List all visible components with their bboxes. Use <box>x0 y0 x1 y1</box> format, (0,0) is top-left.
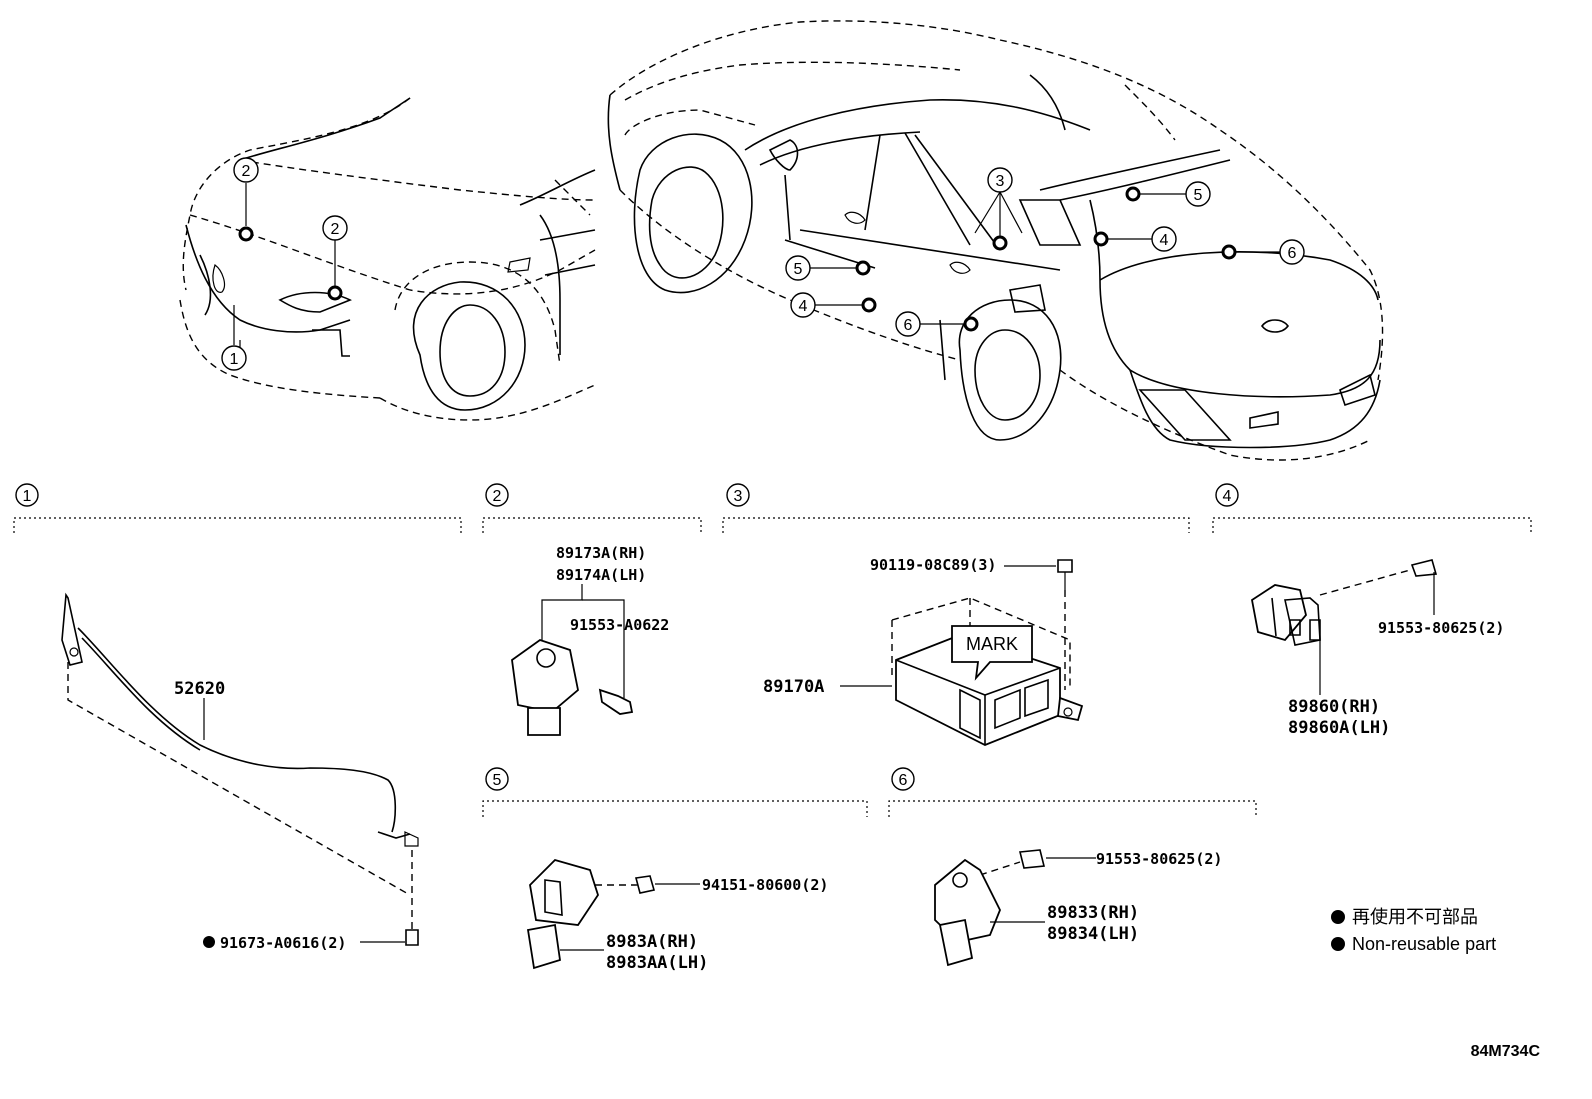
rear-sensor-spot <box>992 235 1008 251</box>
rear-vehicle-view <box>607 20 1384 461</box>
svg-text:89833(RH): 89833(RH) <box>1047 903 1139 923</box>
svg-text:91553-A0622: 91553-A0622 <box>570 616 669 634</box>
svg-text:8983A(RH): 8983A(RH) <box>606 932 698 952</box>
legend-dot <box>1331 910 1345 924</box>
svg-text:5: 5 <box>794 261 803 278</box>
section-6: 6 91553-80625(2) 89833(RH) 89834(LH) <box>888 767 1257 967</box>
svg-text:4: 4 <box>1160 232 1169 249</box>
mark-callout <box>951 625 1033 681</box>
svg-text:6: 6 <box>904 317 913 334</box>
svg-text:89834(LH): 89834(LH) <box>1047 924 1139 944</box>
svg-text:91553-80625(2): 91553-80625(2) <box>1378 619 1504 637</box>
svg-text:94151-80600(2): 94151-80600(2) <box>702 876 828 894</box>
front-vehicle-view <box>179 97 596 421</box>
svg-text:2: 2 <box>242 163 251 180</box>
rear-sensor-spot <box>1093 231 1109 247</box>
svg-text:1: 1 <box>23 488 32 505</box>
svg-text:2: 2 <box>493 488 502 505</box>
svg-text:89170A: 89170A <box>763 677 824 697</box>
front-callout: 1 <box>221 345 247 371</box>
rear-sensor-spot <box>963 316 979 332</box>
svg-text:89174A(LH): 89174A(LH) <box>556 566 646 584</box>
rear-sensor-spot <box>1221 244 1237 260</box>
svg-text:4: 4 <box>799 298 808 315</box>
svg-text:2: 2 <box>331 221 340 238</box>
section-3-bracket <box>722 517 1190 533</box>
svg-text:3: 3 <box>734 488 743 505</box>
front-callout: 2 <box>322 215 348 241</box>
section-4: 4 91553-80625(2) 89860(RH) 89860A(LH) <box>1212 483 1532 738</box>
svg-text:89173A(RH): 89173A(RH) <box>556 544 646 562</box>
section-2: 2 89173A(RH) 89174A(LH) 91553-A0622 <box>482 483 702 736</box>
svg-text:6: 6 <box>899 772 908 789</box>
legend-dot <box>1331 937 1345 951</box>
rear-sensor-spot <box>1125 186 1141 202</box>
svg-text:4: 4 <box>1223 488 1232 505</box>
section-5-number: 5 <box>485 767 509 791</box>
svg-text:3: 3 <box>996 173 1005 190</box>
svg-text:Non-reusable part: Non-reusable part <box>1352 934 1496 954</box>
rear-sensor-spot <box>855 260 871 276</box>
svg-text:再使用不可部品: 再使用不可部品 <box>1352 907 1478 927</box>
section-1: 1 52620 91673-A0616(2) <box>13 483 462 952</box>
section-5-bracket <box>482 800 868 817</box>
rear-callout: 4 <box>790 292 816 318</box>
svg-text:5: 5 <box>493 772 502 789</box>
legend: 再使用不可部品 Non-reusable part <box>1331 907 1496 954</box>
rear-callout: 3 <box>987 167 1013 193</box>
rear-callout: 5 <box>1185 181 1211 207</box>
section-2-number: 2 <box>485 483 509 507</box>
section-4-bracket <box>1212 517 1532 533</box>
section-1-bracket <box>13 517 462 533</box>
svg-text:89860A(LH): 89860A(LH) <box>1288 718 1390 738</box>
svg-text:89860(RH): 89860(RH) <box>1288 697 1380 717</box>
section-6-bracket <box>888 800 1257 817</box>
svg-text:91673-A0616(2): 91673-A0616(2) <box>220 934 346 952</box>
section-4-number: 4 <box>1215 483 1239 507</box>
front-sensor-spot <box>238 226 254 242</box>
front-callout: 2 <box>233 157 259 183</box>
non-reusable-dot <box>203 936 215 948</box>
svg-text:91553-80625(2): 91553-80625(2) <box>1096 850 1222 868</box>
diagram-code: 84M734C <box>1471 1043 1541 1060</box>
svg-text:6: 6 <box>1288 245 1297 262</box>
rear-callout: 6 <box>1279 239 1305 265</box>
svg-text:1: 1 <box>230 351 239 368</box>
rear-callout: 4 <box>1151 226 1177 252</box>
section-1-number: 1 <box>15 483 39 507</box>
svg-text:90119-08C89(3): 90119-08C89(3) <box>870 556 996 574</box>
section-3-number: 3 <box>726 483 750 507</box>
section-3: 3 90119-08C89(3) MARK 89170A <box>722 483 1190 746</box>
section-2-bracket <box>482 517 702 533</box>
rear-sensor-spot <box>861 297 877 313</box>
front-sensor-spot <box>327 285 343 301</box>
svg-text:8983AA(LH): 8983AA(LH) <box>606 953 708 973</box>
svg-text:MARK: MARK <box>966 634 1018 654</box>
svg-text:52620: 52620 <box>174 679 225 699</box>
svg-text:5: 5 <box>1194 187 1203 204</box>
rear-callout: 5 <box>785 255 811 281</box>
section-6-number: 6 <box>891 767 915 791</box>
section-5: 5 94151-80600(2) 8983A(RH) 8983AA(LH) <box>482 767 868 973</box>
rear-callout: 6 <box>895 311 921 337</box>
